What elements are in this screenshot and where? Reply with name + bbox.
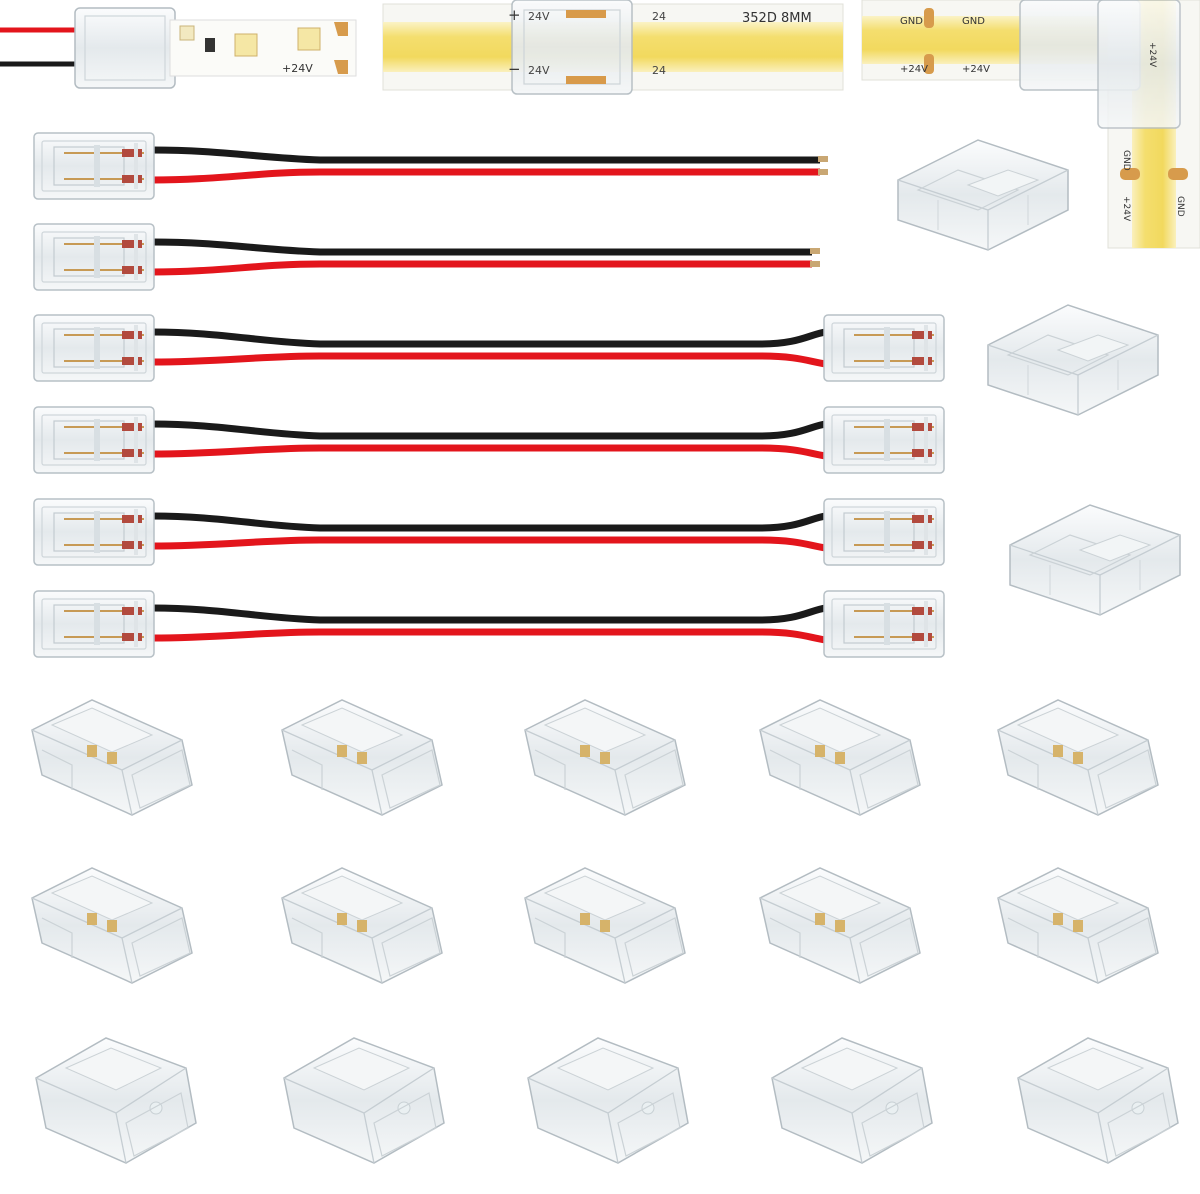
strip2-plus-voltage: 24V [528,10,550,23]
gapless-connector-r1-c2 [281,699,443,816]
l-connector-1 [897,139,1069,251]
gapless-connector-r3-c2 [283,1037,445,1164]
gapless-connector-r1-c5 [997,699,1159,816]
strip2-model-label: 352D 8MM [742,11,812,26]
strip3-v-a: +24V [900,64,928,75]
l-connector-2 [987,304,1159,416]
gapless-connector-r3-c4 [771,1037,933,1164]
gapless-connector-r2-c2 [281,867,443,984]
strip3-gnd-a: GND [900,16,923,27]
strip3-v-b: +24V [962,64,990,75]
jumper-connector-3 [33,498,945,566]
jumper-connector-4 [33,590,945,658]
strip2-plus: + [508,6,521,24]
jumper-connector-1 [33,314,945,382]
smd-strip-example: +24V [0,7,357,89]
strip2-right-bottom: 24 [652,64,666,77]
strip1-voltage-label: +24V [282,62,313,75]
cob-l-corner-example: GND GND +24V +24V +24V GND +24V GND [861,0,1200,249]
cob-strip-example: + 24V 24 − 24V 24 352D 8MM [382,0,844,95]
gapless-connector-r3-c3 [527,1037,689,1164]
gapless-connector-r2-c4 [759,867,921,984]
strip2-right-top: 24 [652,10,666,23]
pigtail-connector-2 [33,223,820,291]
gapless-connector-r1-c4 [759,699,921,816]
gapless-connector-r1-c3 [524,699,686,816]
l-connector-3 [1009,504,1181,616]
gapless-connector-r1-c1 [31,699,193,816]
gapless-connector-r2-c5 [997,867,1159,984]
gapless-connector-r3-c1 [35,1037,197,1164]
strip3-vert-voltage-top: +24V [1147,42,1157,68]
strip3-vert-gnd: GND [1121,150,1131,171]
strip3-gnd-b: GND [962,16,985,27]
pigtail-connector-1 [33,132,828,200]
strip2-minus-voltage: 24V [528,64,550,77]
gapless-connector-r2-c3 [524,867,686,984]
strip3-vert-voltage: +24V [1121,196,1131,222]
strip3-vert-gnd-2: GND [1175,196,1185,217]
gapless-connector-r2-c1 [31,867,193,984]
gapless-connector-r3-c5 [1017,1037,1179,1164]
strip2-minus: − [508,60,521,78]
jumper-connector-2 [33,406,945,474]
